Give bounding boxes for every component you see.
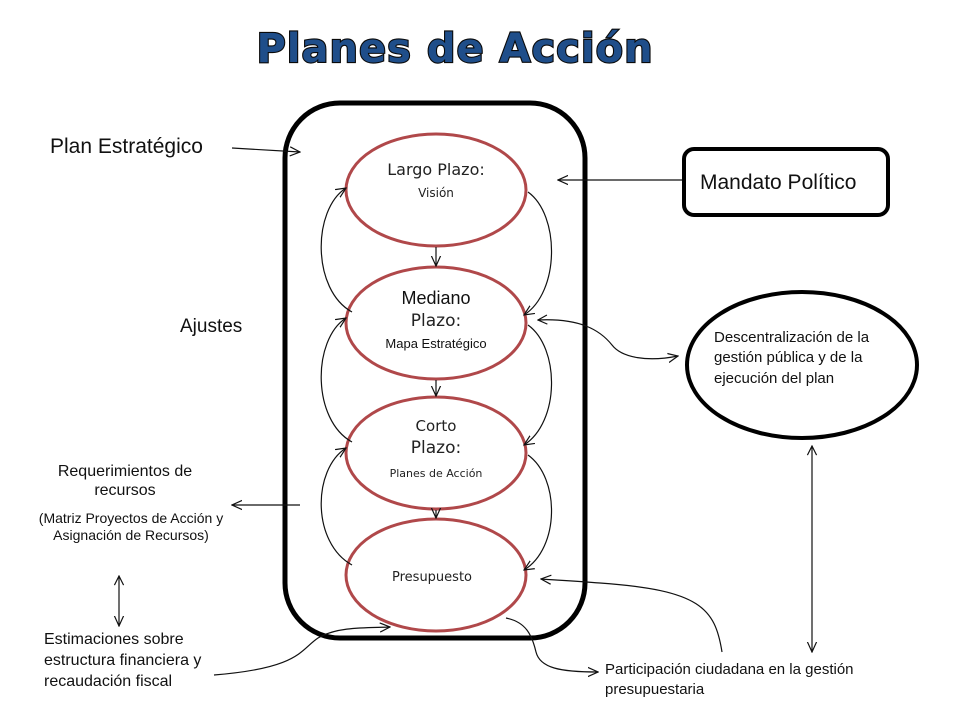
process-container xyxy=(282,100,588,641)
arrow-presupuesto-participacion xyxy=(505,617,598,672)
participacion-label: Participación ciudadana en la gestión pr… xyxy=(605,661,854,699)
largo-plazo-sub: Visión xyxy=(418,186,454,200)
plan-estrategico-label: Plan Estratégico xyxy=(50,135,203,158)
arrow-participacion-presupuesto xyxy=(541,579,723,653)
loop-right-2 xyxy=(524,324,553,445)
corto-plazo-title: Corto xyxy=(415,417,457,435)
arrow-estimaciones-presupuesto xyxy=(213,627,390,676)
mediano-plazo-title: Mediano xyxy=(401,288,471,308)
loop-left-2 xyxy=(320,318,353,443)
descentralizacion-oval xyxy=(685,290,919,440)
arrow-mediano-descentralizacion xyxy=(538,320,678,359)
mandato-box xyxy=(682,147,890,217)
loop-left-1 xyxy=(320,188,353,313)
corto-plazo-sub: Planes de Acción xyxy=(389,467,483,480)
largo-plazo-title: Largo Plazo: xyxy=(387,160,485,179)
page-title: Planes de Acción xyxy=(256,26,653,72)
loop-left-3 xyxy=(320,448,353,566)
mediano-plazo-sub: Mapa Estratégico xyxy=(385,336,487,351)
mandato-label: Mandato Político xyxy=(700,171,857,194)
presupuesto-label: Presupuesto xyxy=(392,570,472,585)
corto-plazo-title2: Plazo: xyxy=(410,438,462,458)
descentralizacion-label: Descentralización de la gestión pública … xyxy=(714,329,870,387)
ajustes-label: Ajustes xyxy=(180,316,243,337)
requerimientos-detail: (Matriz Proyectos de Acción y Asignación… xyxy=(38,510,224,543)
arrow-plan-estrategico xyxy=(231,148,300,152)
mediano-plazo-title2: Plazo: xyxy=(410,311,462,331)
requerimientos-title: Requerimientos de recursos xyxy=(57,463,193,500)
loop-right-1 xyxy=(524,191,553,315)
estimaciones-label: Estimaciones sobre estructura financiera… xyxy=(44,631,202,690)
oval-presupuesto xyxy=(344,517,528,633)
loop-right-3 xyxy=(524,454,553,570)
